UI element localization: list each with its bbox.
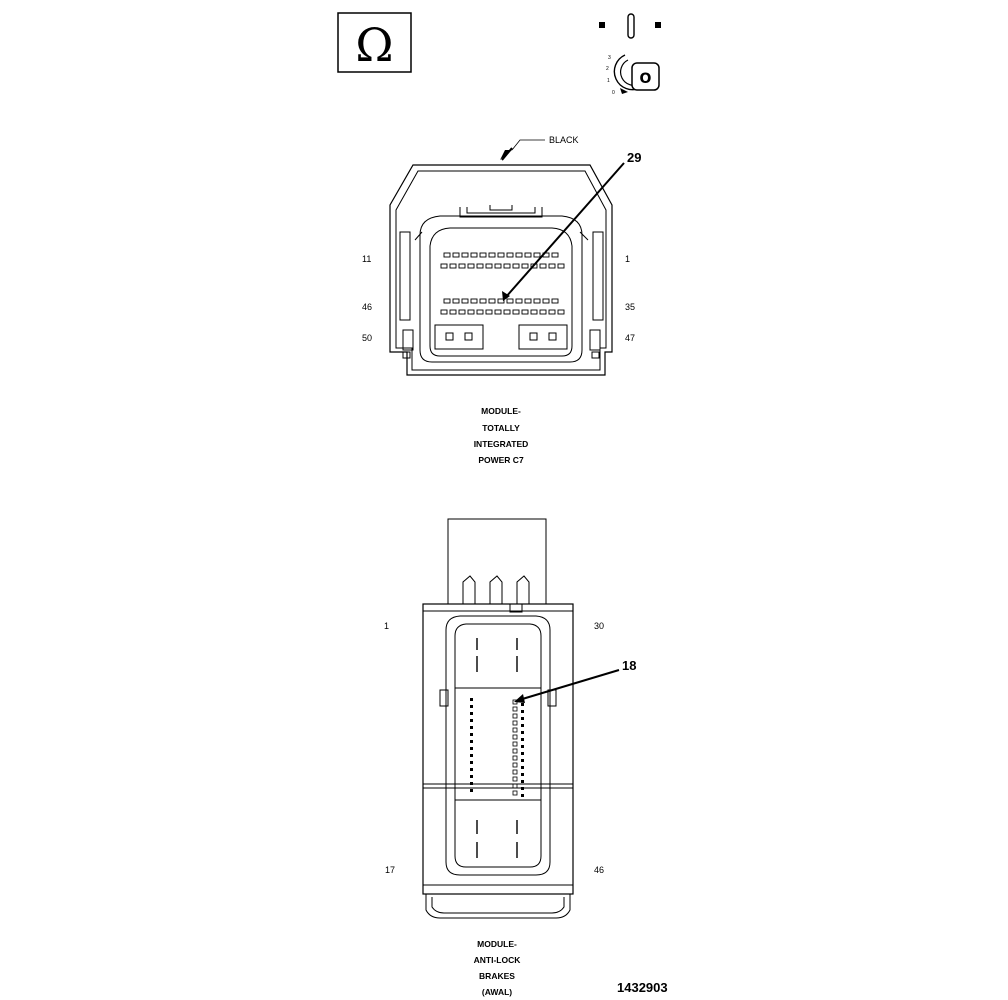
- abs-pin-column-mid: [512, 699, 518, 796]
- abs-title-line-2: ANTI-LOCK: [474, 955, 522, 965]
- c7-pin-row-2: [440, 263, 565, 269]
- ignition-position-3: 3: [608, 55, 611, 61]
- abs-callout-pin: 18: [622, 658, 636, 673]
- c7-title-line-2: TOTALLY: [482, 423, 520, 433]
- ignition-switch-icon: O 3 2 1 0: [599, 13, 661, 96]
- c7-pin-row-3: [443, 298, 559, 304]
- abs-pin-label-bottom-right: 46: [594, 865, 604, 875]
- abs-pin-column-right: [521, 703, 524, 797]
- c7-title-line-3: INTEGRATED: [474, 439, 529, 449]
- ignition-position-1: 1: [607, 78, 610, 84]
- c7-pin-label-bottom-right: 47: [625, 333, 635, 343]
- abs-pin-column-left: [470, 698, 473, 792]
- c7-pin-label-top-left: 11: [362, 254, 371, 264]
- c7-pin-row-4: [440, 309, 565, 315]
- abs-pin-label-bottom-left: 17: [385, 865, 395, 875]
- ignition-position-2: 2: [606, 66, 609, 72]
- figure-id: 1432903: [617, 980, 668, 995]
- c7-pin-row-1: [443, 252, 559, 258]
- c7-title-line-1: MODULE-: [481, 406, 521, 416]
- c7-pin-label-mid-left: 46: [362, 302, 372, 312]
- key-letter: O: [640, 71, 652, 87]
- c7-title: MODULE- TOTALLY INTEGRATED POWER C7: [474, 406, 529, 465]
- ohmmeter-icon: Ω: [337, 12, 412, 73]
- abs-title-line-3: BRAKES: [479, 971, 515, 981]
- connector-c7-drawing: [389, 139, 613, 376]
- ignition-position-0: 0: [612, 90, 615, 96]
- c7-pin-label-bottom-left: 50: [362, 333, 372, 343]
- abs-title-line-1: MODULE-: [477, 939, 517, 949]
- c7-color-label: BLACK: [549, 135, 579, 145]
- abs-title: MODULE- ANTI-LOCK BRAKES (AWAL): [474, 939, 522, 997]
- abs-pin-label-top-left: 1: [384, 621, 389, 631]
- abs-title-line-4: (AWAL): [482, 987, 512, 997]
- c7-pin-label-top-right: 1: [625, 254, 630, 264]
- c7-title-line-4: POWER C7: [478, 455, 524, 465]
- c7-pin-label-mid-right: 35: [625, 302, 635, 312]
- abs-pin-label-top-right: 30: [594, 621, 604, 631]
- c7-callout-pin: 29: [627, 150, 641, 165]
- ohm-symbol: Ω: [355, 18, 393, 72]
- connector-abs-drawing: [422, 518, 574, 919]
